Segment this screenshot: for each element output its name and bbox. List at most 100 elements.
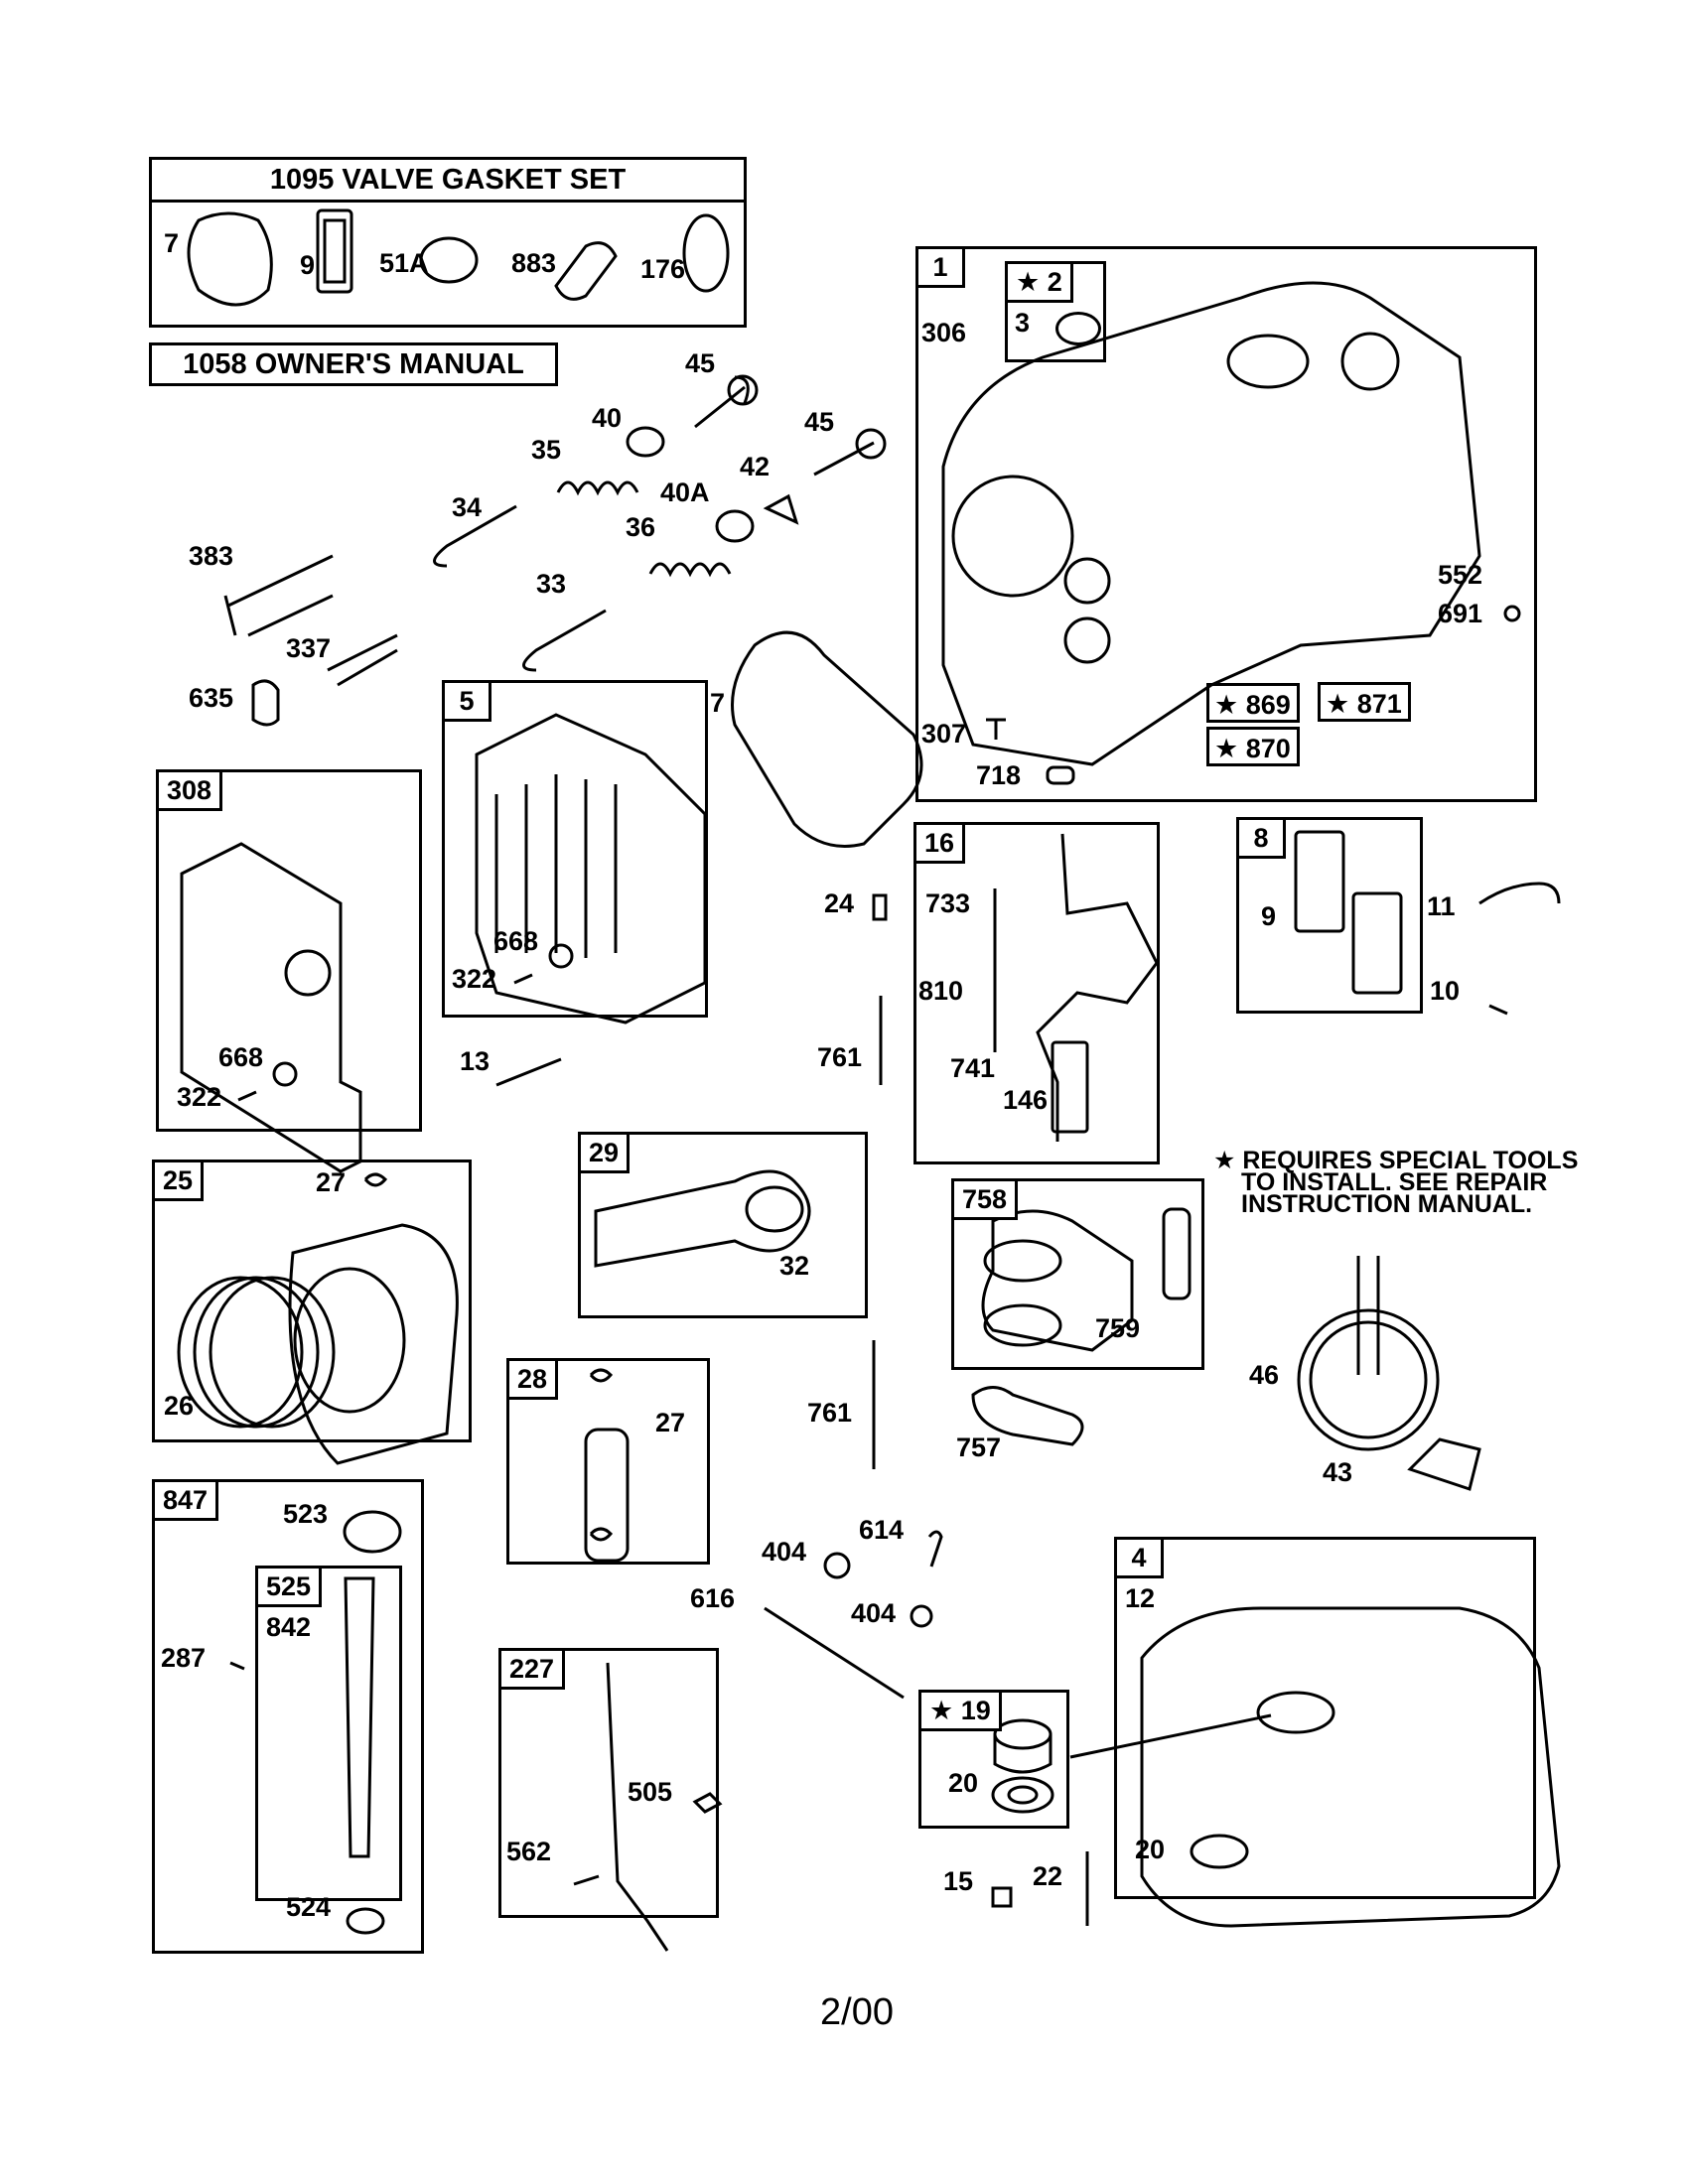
label-870: ★ 870 [1214,734,1291,763]
label-45b: 45 [804,407,835,437]
label-761b: 761 [807,1398,853,1428]
label-883: 883 [511,248,557,278]
label-306: 306 [921,318,967,347]
box-4-sump: 4 [1114,1537,1536,1899]
owners-manual-title: 1058 OWNER'S MANUAL [183,348,524,380]
tag-19: ★ 19 [921,1693,1002,1731]
label-337: 337 [286,633,332,663]
label-616: 616 [690,1583,736,1613]
camshaft-drawing [1356,1256,1380,1375]
tag-525: 525 [258,1569,323,1607]
label-505: 505 [628,1777,673,1807]
tag-5: 5 [445,683,491,722]
label-20b: 20 [1135,1835,1166,1864]
box-525-tube: 525 [255,1566,402,1901]
label-40A: 40A [660,478,710,507]
label-33: 33 [536,569,567,599]
box-29-connecting-rod: 29 [578,1132,868,1318]
spring-36-drawing [648,562,732,578]
label-733: 733 [925,888,971,918]
label-36: 36 [626,512,656,542]
label-42: 42 [740,452,771,481]
label-35: 35 [531,435,562,465]
label-842: 842 [266,1612,312,1642]
label-552: 552 [1438,560,1483,590]
valve-33-drawing [522,609,607,672]
label-146: 146 [1003,1085,1049,1115]
note-line-2: TO INSTALL. SEE REPAIR [1241,1168,1548,1196]
key-24-drawing [872,893,888,921]
page-footer-date: 2/00 [820,1991,894,2033]
bolt-10-drawing [1488,1004,1508,1016]
tag-4: 4 [1117,1540,1164,1578]
label-10: 10 [1430,976,1461,1006]
tool-383-drawing [223,554,334,637]
tag-8: 8 [1239,820,1286,859]
box-871: ★ 871 [1318,682,1411,722]
label-871: ★ 871 [1326,689,1402,719]
bolt-13-drawing [495,1057,562,1087]
box-308-shield: 308 [156,769,422,1132]
note-line-1: ★ REQUIRES SPECIAL TOOLS [1213,1147,1579,1174]
label-757: 757 [956,1433,1002,1462]
cam-gear-46-drawing [1297,1308,1440,1451]
spring-35-drawing [556,480,639,496]
label-287: 287 [161,1643,207,1673]
box-870: ★ 870 [1206,727,1300,766]
tag-16: 16 [916,825,966,864]
label-24: 24 [824,888,855,918]
label-40: 40 [592,403,623,433]
label-9a: 9 [300,250,316,280]
label-32: 32 [779,1251,810,1281]
label-22: 22 [1033,1861,1063,1891]
label-27b: 27 [655,1408,686,1437]
valve-gasket-set-title: 1095 VALVE GASKET SET [152,160,744,203]
label-15: 15 [943,1866,974,1896]
label-322a: 322 [452,964,497,994]
retainer-40-drawing [626,426,665,458]
label-20a: 20 [948,1768,979,1798]
label-26: 26 [164,1391,195,1421]
box-5-cylinder-head: 5 [442,680,708,1018]
label-404a: 404 [762,1537,807,1567]
label-43: 43 [1323,1457,1353,1487]
tag-847: 847 [155,1482,219,1521]
note-line-3: INSTRUCTION MANUAL. [1241,1190,1533,1218]
label-523: 523 [283,1499,329,1529]
valve-gasket-set-box: 1095 VALVE GASKET SET [149,157,747,328]
label-718: 718 [976,760,1022,790]
tag-308: 308 [159,772,223,811]
label-3: 3 [1015,308,1031,338]
label-9b: 9 [1261,901,1277,931]
box-847-dipstick: 847 [152,1479,424,1954]
label-11: 11 [1427,891,1456,921]
retainer-40A-drawing [715,509,755,543]
label-668b: 668 [218,1042,264,1072]
label-7b: 7 [710,688,726,718]
label-46: 46 [1249,1360,1280,1390]
box-25-piston: 25 [152,1160,472,1442]
plug-15-drawing [991,1886,1013,1908]
tag-29: 29 [581,1135,631,1173]
box-16-crankshaft: 16 [913,822,1160,1164]
washer-404a-drawing [823,1552,851,1579]
label-34: 34 [452,492,483,522]
box-2-seal: ★ 2 [1005,261,1106,362]
label-7a: 7 [164,228,180,258]
label-322b: 322 [177,1082,222,1112]
washer-404b-drawing [910,1604,933,1628]
box-758-breather: 758 [951,1178,1204,1370]
special-tools-note: ★ REQUIRES SPECIAL TOOLS TO INSTALL. SEE… [1213,1147,1579,1218]
box-1-crankcase: 1 [915,246,1537,802]
label-176: 176 [640,254,686,284]
pin-614-drawing [927,1530,943,1568]
label-614: 614 [859,1515,905,1545]
label-691: 691 [1438,599,1483,628]
tag-28: 28 [509,1361,559,1400]
label-524: 524 [286,1892,332,1922]
owners-manual-box: 1058 OWNER'S MANUAL [149,342,558,386]
tag-1: 1 [918,249,965,288]
box-19-bushing: ★ 19 [918,1690,1069,1829]
tag-25: 25 [155,1162,205,1201]
label-13: 13 [460,1046,491,1076]
